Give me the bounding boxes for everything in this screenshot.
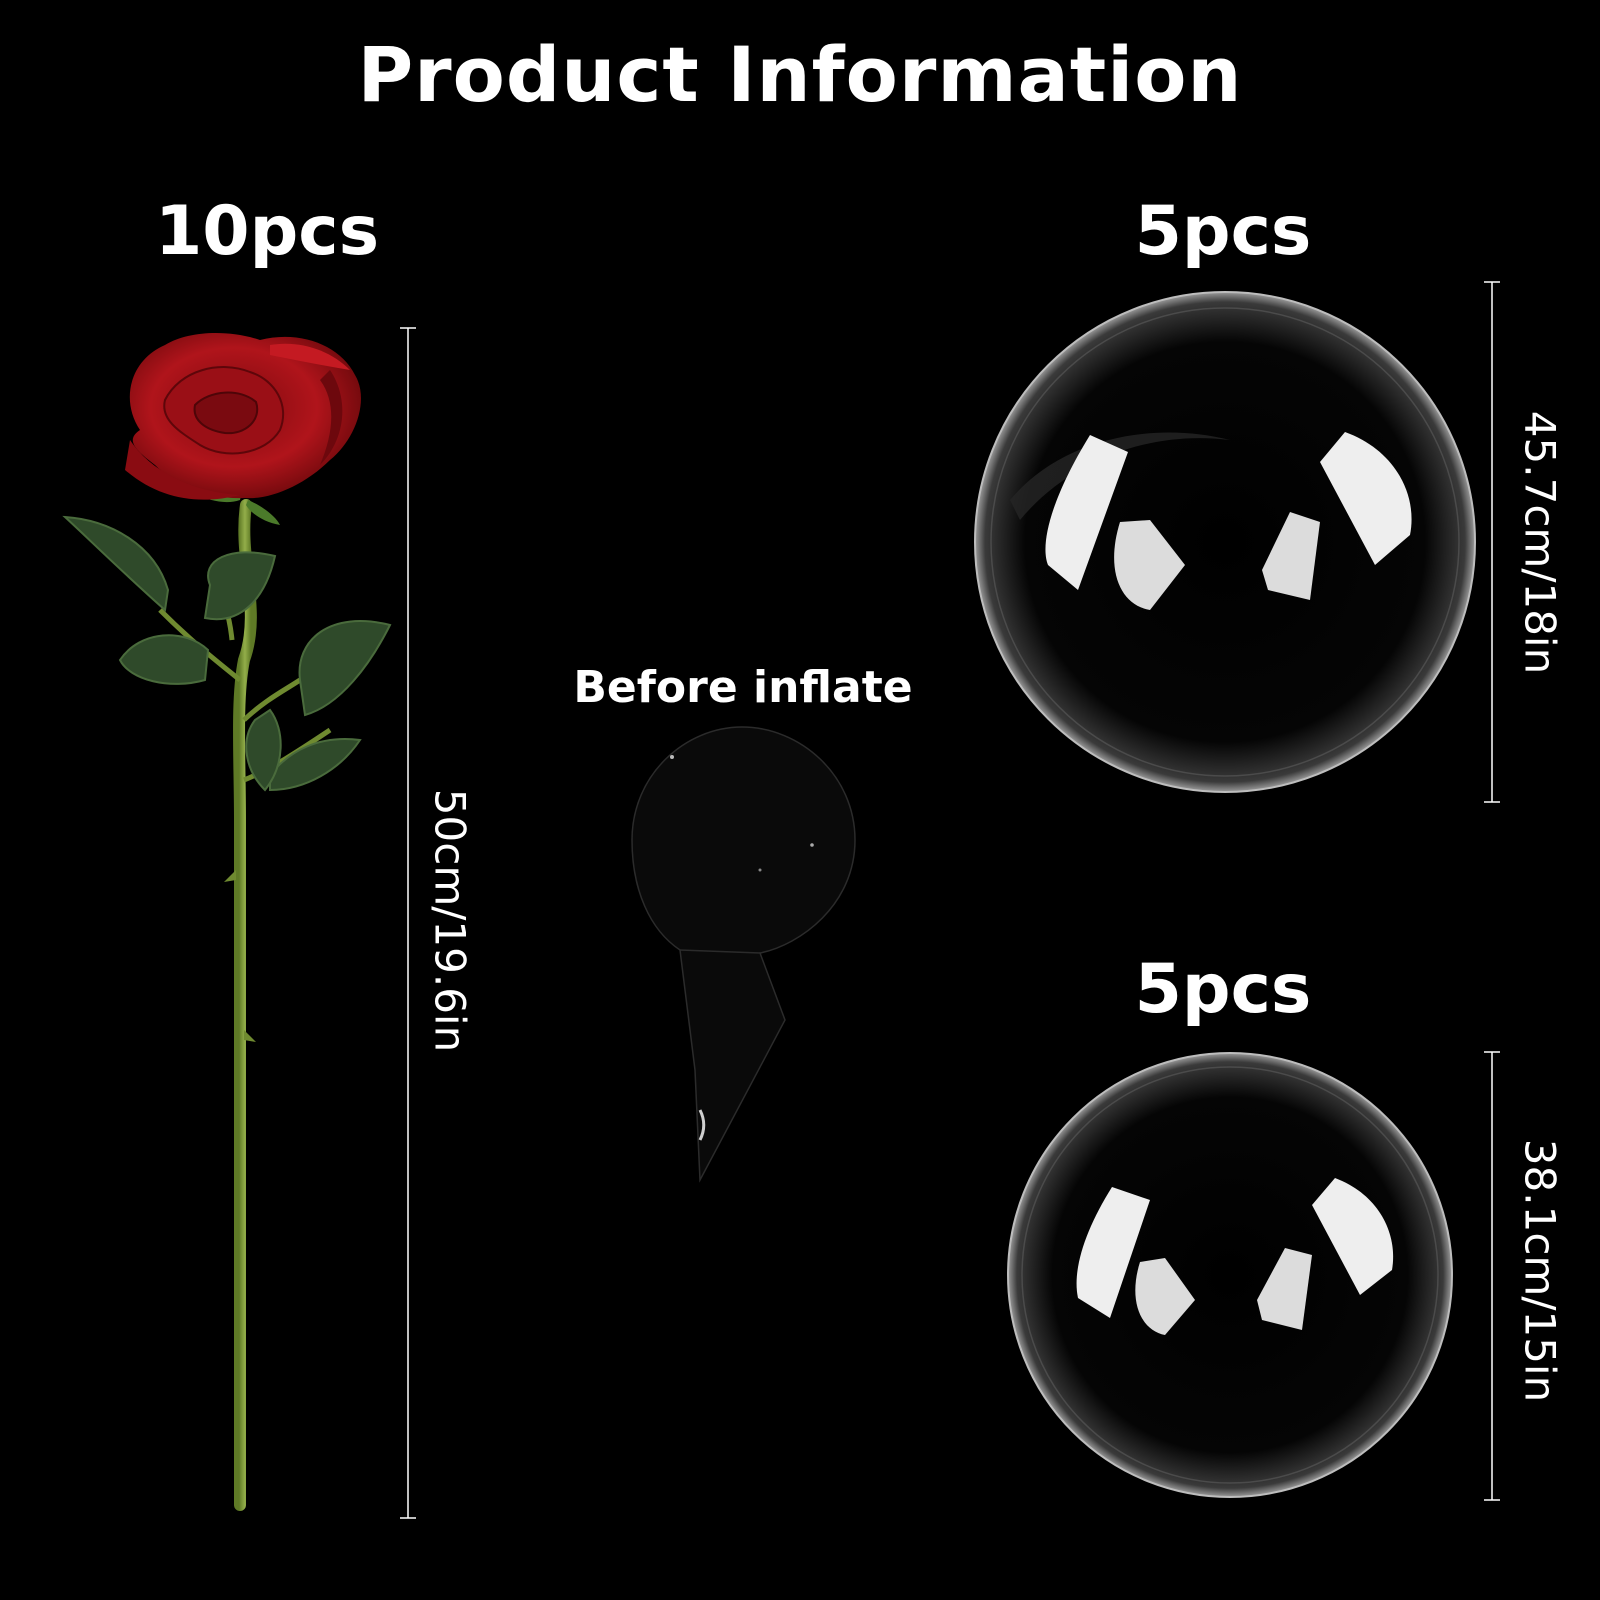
large-balloon-count: 5pcs — [1134, 192, 1312, 271]
small-balloon-count: 5pcs — [1134, 950, 1312, 1029]
page-title: Product Information — [357, 30, 1243, 119]
leaf-icon — [118, 634, 210, 685]
rose-dimension-label: 50cm/19.6in — [425, 788, 475, 1053]
rose-count: 10pcs — [154, 192, 380, 271]
small-balloon-dimension-line — [1484, 1051, 1500, 1501]
leaf-icon — [203, 551, 277, 621]
small-balloon-illustration — [1007, 1052, 1453, 1498]
rose-dimension-line — [400, 327, 416, 1519]
large-balloon-dimension-label: 45.7cm/18in — [1515, 410, 1565, 675]
rose-illustration — [62, 333, 392, 1511]
before-inflate-label: Before inflate — [573, 662, 913, 713]
large-balloon-dimension-line — [1484, 281, 1500, 803]
large-balloon-illustration — [974, 291, 1476, 793]
leaf-icon — [298, 620, 392, 717]
small-balloon-dimension-label: 38.1cm/15in — [1515, 1138, 1565, 1403]
leaf-icon — [245, 708, 282, 792]
rose-bloom — [125, 333, 361, 500]
leaf-icon — [269, 738, 362, 792]
leaf-icon — [62, 515, 170, 612]
rose-stem — [233, 499, 257, 1511]
deflated-balloon-illustration — [631, 726, 856, 1183]
